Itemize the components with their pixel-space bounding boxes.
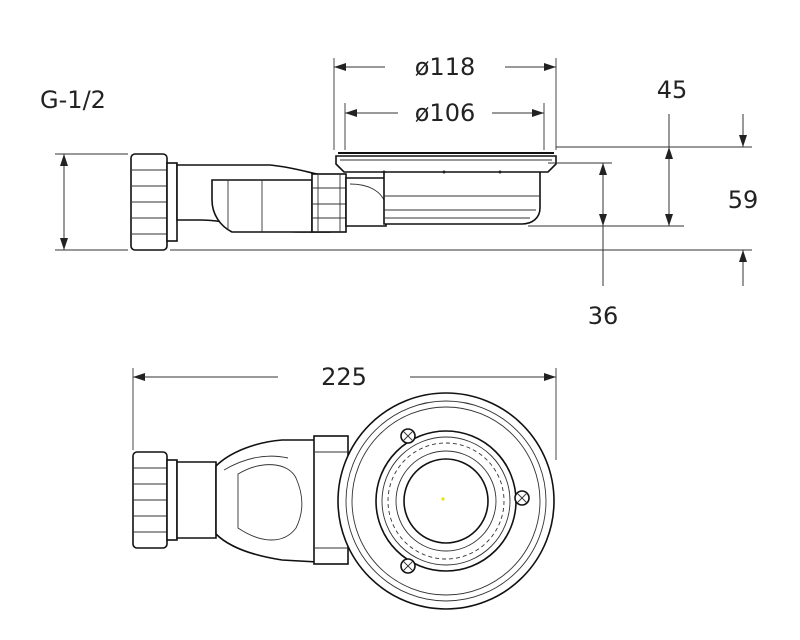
dim-length: 225 (132, 363, 557, 460)
side-view: ø118 ø106 45 59 (40, 53, 758, 330)
center-dot (441, 497, 445, 501)
screw-top (400, 428, 416, 444)
top-view: 225 (132, 363, 557, 610)
top-bowl (337, 392, 555, 610)
top-nut (132, 451, 178, 549)
height-45-label: 45 (657, 76, 688, 104)
thread-label: G-1/2 (40, 86, 106, 114)
screw-bottom (400, 558, 416, 574)
dim-height-45: 45 (657, 76, 747, 286)
side-bowl (335, 152, 557, 225)
outer-diameter-label: ø118 (415, 53, 476, 81)
height-36-label: 36 (588, 302, 619, 330)
dim-thread: G-1/2 (40, 86, 106, 250)
dim-height-59: 59 (665, 114, 758, 226)
side-body (176, 164, 387, 233)
top-body (176, 435, 349, 565)
height-59-label: 59 (728, 186, 759, 214)
length-label: 225 (321, 363, 367, 391)
dim-height-36: 36 (588, 163, 619, 330)
dim-outer-diameter: ø118 (334, 53, 556, 81)
side-nut (130, 153, 178, 251)
inner-diameter-label: ø106 (415, 99, 476, 127)
screw-right (514, 490, 530, 506)
dim-inner-diameter: ø106 (345, 99, 544, 127)
